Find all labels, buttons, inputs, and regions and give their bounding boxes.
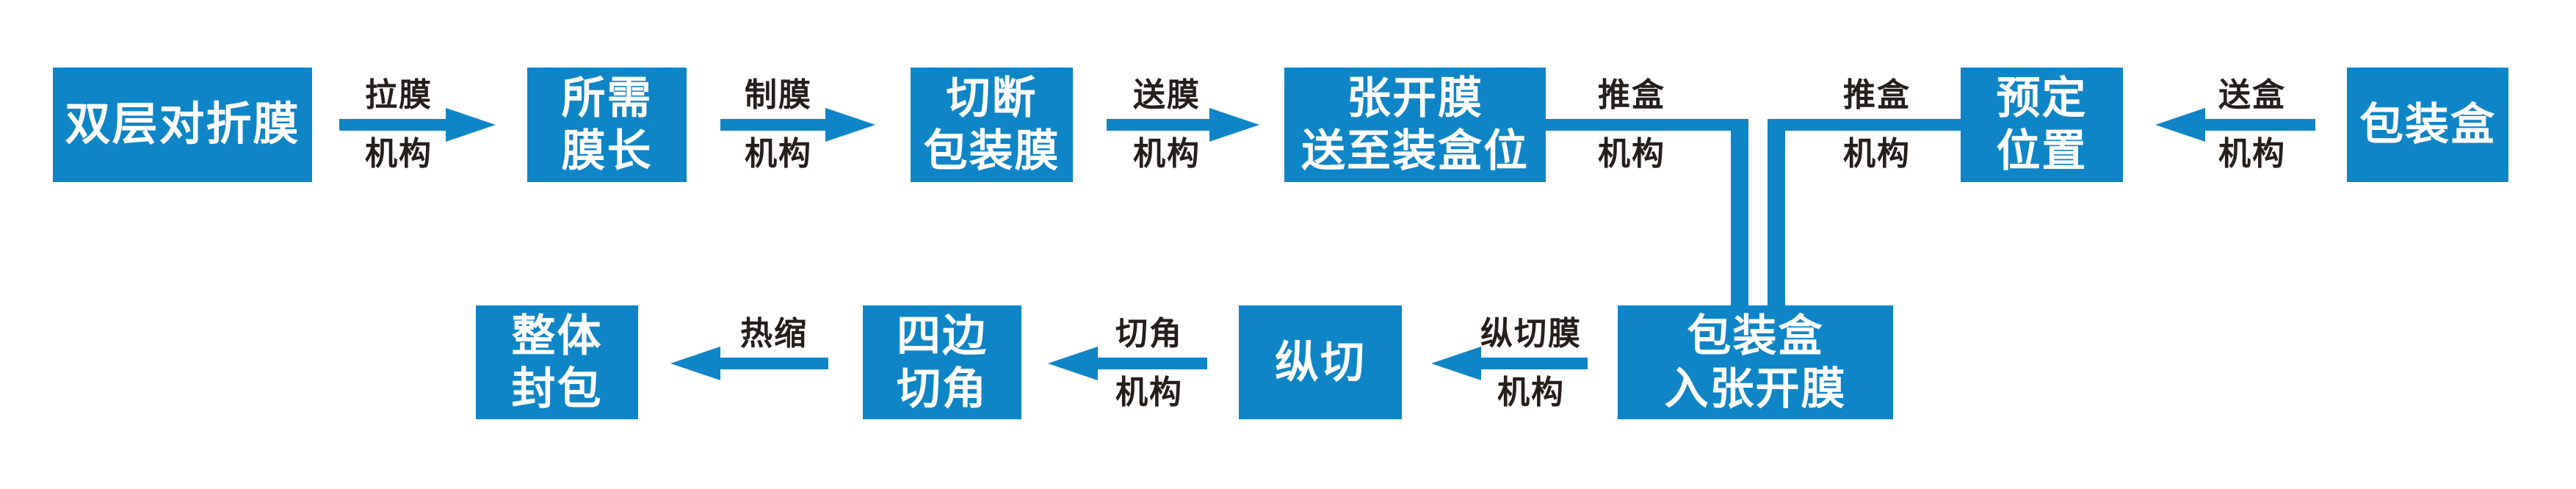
- box-label: 包装盒 入张开膜: [1664, 311, 1847, 413]
- connector-label-top: 拉膜: [365, 77, 433, 113]
- connector-line-vertical: [1768, 119, 1785, 310]
- box-label: 纵切: [1275, 337, 1366, 387]
- box-label: 预定 位置: [1996, 73, 2088, 175]
- flow-box-overall-sealing: 整体 封包: [476, 305, 638, 419]
- flow-box-preset-position: 预定 位置: [1961, 68, 2123, 182]
- connector-label-top: 热缩: [740, 316, 808, 352]
- arrow-left-icon: [2155, 108, 2205, 142]
- box-label: 切断 包装膜: [923, 73, 1060, 175]
- connector-label-bottom: 机构: [2218, 136, 2286, 172]
- flow-box-required-film-length: 所需 膜长: [527, 68, 687, 182]
- connector-label-top: 切角: [1115, 316, 1183, 352]
- connector-label-top: 送盒: [2218, 77, 2286, 113]
- connector-label-bottom: 机构: [1598, 136, 1665, 172]
- box-label: 四边 切角: [897, 311, 988, 413]
- arrow-shaft: [339, 119, 446, 131]
- connector-label-top: 纵切膜: [1480, 316, 1582, 352]
- arrow-shaft: [1107, 119, 1209, 131]
- arrow-shaft: [720, 358, 828, 369]
- connector-label-bottom: 机构: [1843, 136, 1911, 172]
- arrow-shaft: [2205, 119, 2315, 131]
- connector-label-top: 送膜: [1133, 77, 1201, 113]
- arrow-right-icon: [446, 108, 496, 142]
- connector-label-bottom: 机构: [1497, 374, 1565, 410]
- flow-box-open-film-send-to-boxing-position: 张开膜 送至装盒位: [1284, 68, 1546, 182]
- box-label: 所需 膜长: [561, 73, 653, 175]
- arrow-shaft: [1098, 358, 1207, 369]
- connector-line-horizontal: [1768, 119, 1961, 131]
- arrow-left-icon: [1048, 347, 1098, 380]
- connector-line-horizontal: [1546, 119, 1748, 131]
- arrow-right-icon: [825, 108, 875, 142]
- flow-box-packaging-box: 包装盒: [2347, 68, 2508, 182]
- flow-box-cut-packaging-film: 切断 包装膜: [911, 68, 1073, 182]
- arrow-shaft: [720, 119, 825, 131]
- connector-label-bottom: 机构: [365, 136, 433, 172]
- arrow-left-icon: [670, 347, 720, 380]
- connector-label-bottom: 机构: [745, 136, 812, 172]
- flow-box-four-side-corner-cutting: 四边 切角: [863, 305, 1021, 419]
- arrow-left-icon: [1431, 347, 1481, 380]
- box-label: 包装盒: [2359, 100, 2496, 149]
- connector-label-top: 制膜: [745, 77, 812, 113]
- connector-label-bottom: 机构: [1133, 136, 1201, 172]
- connector-label-bottom: 机构: [1115, 374, 1183, 410]
- box-label: 双层对折膜: [65, 98, 300, 150]
- connector-line-vertical: [1731, 119, 1748, 310]
- box-label: 整体 封包: [511, 311, 603, 413]
- connector-label-top: 推盒: [1598, 77, 1665, 113]
- flow-box-longitudinal-cutting: 纵切: [1239, 305, 1402, 419]
- arrow-right-icon: [1209, 108, 1259, 142]
- connector-label-top: 推盒: [1843, 77, 1911, 113]
- flow-box-double-layer-folded-film: 双层对折膜: [53, 68, 312, 182]
- box-label: 张开膜 送至装盒位: [1301, 73, 1529, 175]
- flow-box-box-enters-opened-film: 包装盒 入张开膜: [1618, 305, 1893, 419]
- arrow-shaft: [1481, 358, 1588, 369]
